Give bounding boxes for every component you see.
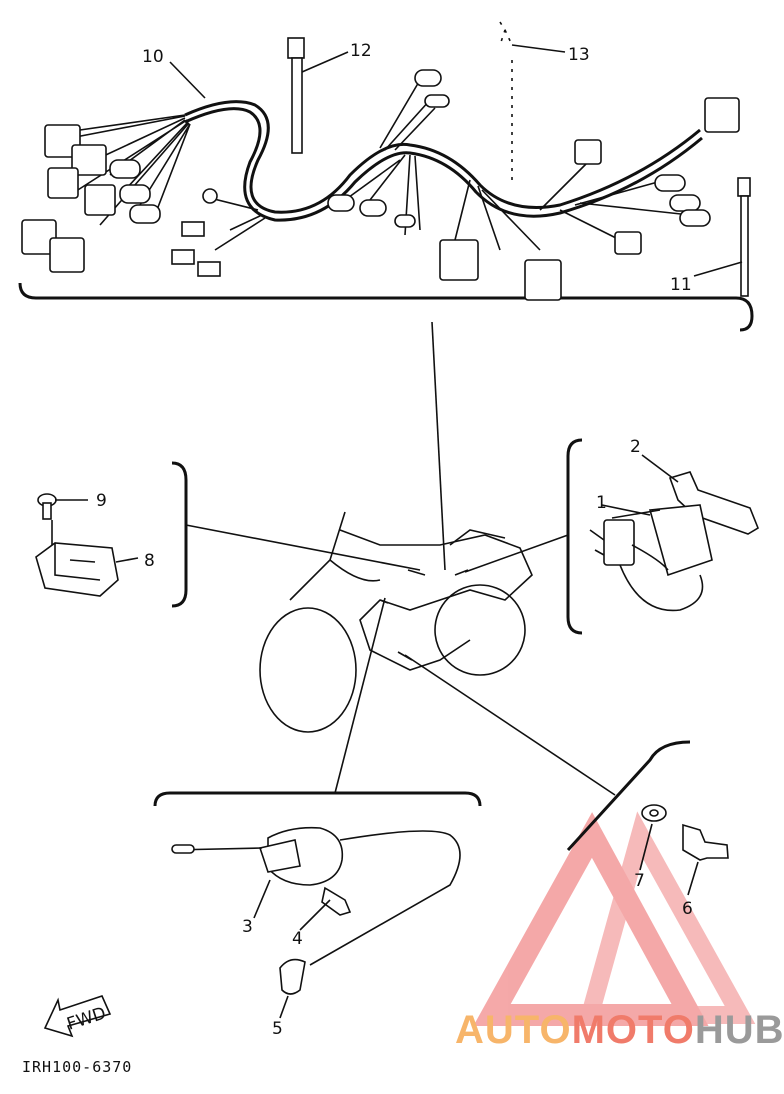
part-7-washer [641, 804, 667, 822]
part-2-band [668, 471, 759, 535]
leader-lines [185, 321, 616, 796]
part-label-4: 4 [292, 929, 303, 949]
watermark-part-moto: MOTO [572, 1008, 695, 1052]
watermark-text: AUTOMOTOHUB [455, 1008, 784, 1052]
harness-connectors-middle [171, 69, 740, 301]
forward-arrow-icon: FWD [43, 995, 112, 1038]
cable-ties [287, 21, 751, 297]
part-label-3: 3 [242, 917, 253, 937]
part-label-8: 8 [144, 551, 155, 571]
part-4-bolt [321, 886, 352, 916]
part-label-7: 7 [634, 871, 645, 891]
part-label-5: 5 [272, 1019, 283, 1039]
watermark-logo [473, 811, 756, 1026]
part-label-13: 13 [568, 45, 590, 65]
harness-group-bracket [18, 282, 754, 332]
harness-connectors-left [21, 124, 161, 273]
right-group-bracket [566, 438, 583, 635]
part-1-cdi-unit [589, 504, 713, 612]
wire-harness [59, 79, 703, 251]
watermark-part-hub: HUB [695, 1008, 784, 1052]
drawing-code: IRH100-6370 [22, 1058, 132, 1076]
part-label-10: 10 [142, 47, 164, 67]
part-label-11: 11 [670, 275, 692, 295]
watermark-part-auto: AUTO [455, 1008, 572, 1052]
part-label-2: 2 [630, 437, 641, 457]
part-label-leaders [55, 44, 743, 1019]
bottom-left-bracket [153, 791, 482, 807]
part-8-holder [35, 520, 119, 597]
part-label-9: 9 [96, 491, 107, 511]
part-9-screw [37, 493, 57, 520]
part-5-plug-cap [279, 958, 306, 995]
part-6-bolt [682, 823, 729, 861]
part-label-12: 12 [350, 41, 372, 61]
motorcycle-outline [259, 511, 533, 733]
bottom-right-bracket [566, 740, 691, 852]
left-group-bracket [171, 461, 188, 608]
part-3-ignition-coil [171, 826, 461, 966]
part-label-1: 1 [596, 493, 607, 513]
part-label-6: 6 [682, 899, 693, 919]
